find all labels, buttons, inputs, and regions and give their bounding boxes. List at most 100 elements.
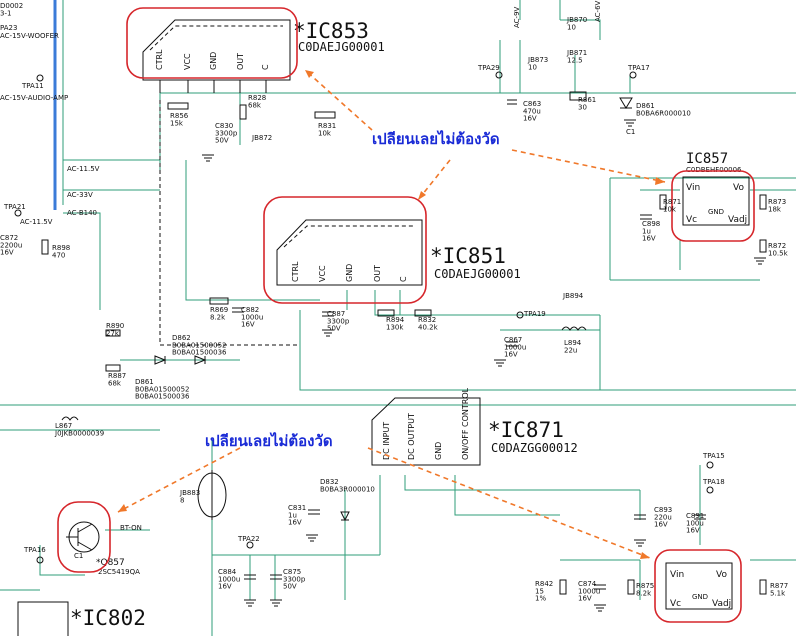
dashed-enclosure [159, 100, 300, 346]
ic802: *IC802 [17, 601, 146, 636]
net-labels: AC-15V-WOOFER AC-15V-AUDIO-AMP AC-11.5V … [0, 0, 602, 532]
ic851-pin-3: GND [345, 264, 354, 282]
ic-lower-pin-vadj: Vadj [712, 599, 731, 609]
ic-lower-pin-vo: Vo [716, 570, 727, 580]
ic853-pin-3: GND [209, 52, 218, 70]
ic853-ref: *IC853 [293, 19, 369, 43]
q857: *Q857 2SC5419QA C1 [66, 521, 140, 576]
ic871-ref: *IC871 [488, 418, 564, 442]
component-symbols [41, 91, 767, 595]
net-ac15-woofer: AC-15V-WOOFER [0, 32, 59, 40]
highlight-ic853 [126, 7, 298, 79]
tp-tpa21: TPA21 [3, 203, 26, 211]
ic853: CTRL VCC GND OUT C *IC853 C0DAEJG00001 [142, 19, 385, 93]
ic851: CTRL VCC GND OUT C *IC851 C0DAEJG00001 [276, 219, 521, 286]
tp-tpa16: TPA16 [23, 546, 46, 554]
highlight-ic-lower [654, 549, 742, 623]
net-ac115: AC-11.5V [67, 165, 100, 173]
q857-pin: C1 [74, 552, 83, 560]
net-bt-on: BT-ON [120, 524, 142, 532]
ic853-part: C0DAEJG00001 [298, 40, 385, 54]
ic851-part: C0DAEJG00001 [434, 267, 521, 281]
ic857-pin-gnd: GND [708, 208, 724, 216]
q857-part: 2SC5419QA [98, 568, 140, 576]
tp-tpa11: TPA11 [21, 82, 44, 90]
ic871-pin-2: DC OUTPUT [407, 413, 416, 460]
ic851-ref: *IC851 [430, 244, 506, 268]
note-top: เปลียนเลยไม่ต้องวัด [372, 129, 500, 148]
lbl-jb894: JB894 [562, 292, 584, 300]
ic851-pin-4: OUT [373, 265, 382, 282]
net-ac9v: AC-9V [513, 6, 521, 28]
net-ac115b: AC-11.5V [20, 218, 53, 226]
ic-lower-pin-gnd: GND [692, 593, 708, 601]
ic-lower-pin-vc: Vc [670, 599, 681, 609]
ic857-pin-vo: Vo [733, 183, 744, 193]
annotation-arrows [117, 69, 666, 559]
ic871-pin-3: GND [434, 442, 443, 460]
ic-lower-right: Vin Vo GND Vc Vadj [665, 562, 733, 610]
ic871-pin-4: ON/OFF CONTROL [461, 387, 470, 460]
ic857-ref: IC857 [686, 151, 728, 167]
ic853-pin-5: C [261, 64, 270, 70]
ic857-pin-vadj: Vadj [728, 215, 747, 225]
ic871-part: C0DAZGG00012 [491, 441, 578, 455]
net-acb140: AC-B140 [67, 209, 97, 217]
testpoints: TPA29 TPA17 TPA11 TPA21 TPA19 TPA15 TPA1… [3, 64, 725, 564]
net-ac15-audio-amp: AC-15V-AUDIO-AMP [0, 94, 68, 102]
highlight-ic851 [263, 196, 427, 304]
tp-tpa29: TPA29 [477, 64, 500, 72]
tp-tpa22: TPA22 [237, 535, 260, 543]
net-ac33: AC-33V [67, 191, 93, 199]
ic853-pin-2: VCC [183, 53, 192, 70]
ic851-pin-1: CTRL [291, 261, 300, 282]
tl-label-2: PA23 [0, 24, 17, 32]
tp-tpa15: TPA15 [702, 452, 725, 460]
ic-lower-pin-vin: Vin [670, 570, 684, 580]
highlight-q857 [57, 501, 111, 573]
ic857-pin-vc: Vc [686, 215, 697, 225]
ic853-pin-1: CTRL [155, 49, 164, 70]
ic851-pin-5: C [399, 276, 408, 282]
ground-markers: C1 [202, 119, 766, 612]
ic802-ref: *IC802 [70, 606, 146, 630]
lbl-jb872: JB872 [251, 134, 272, 142]
q857-ref: *Q857 [96, 558, 125, 568]
